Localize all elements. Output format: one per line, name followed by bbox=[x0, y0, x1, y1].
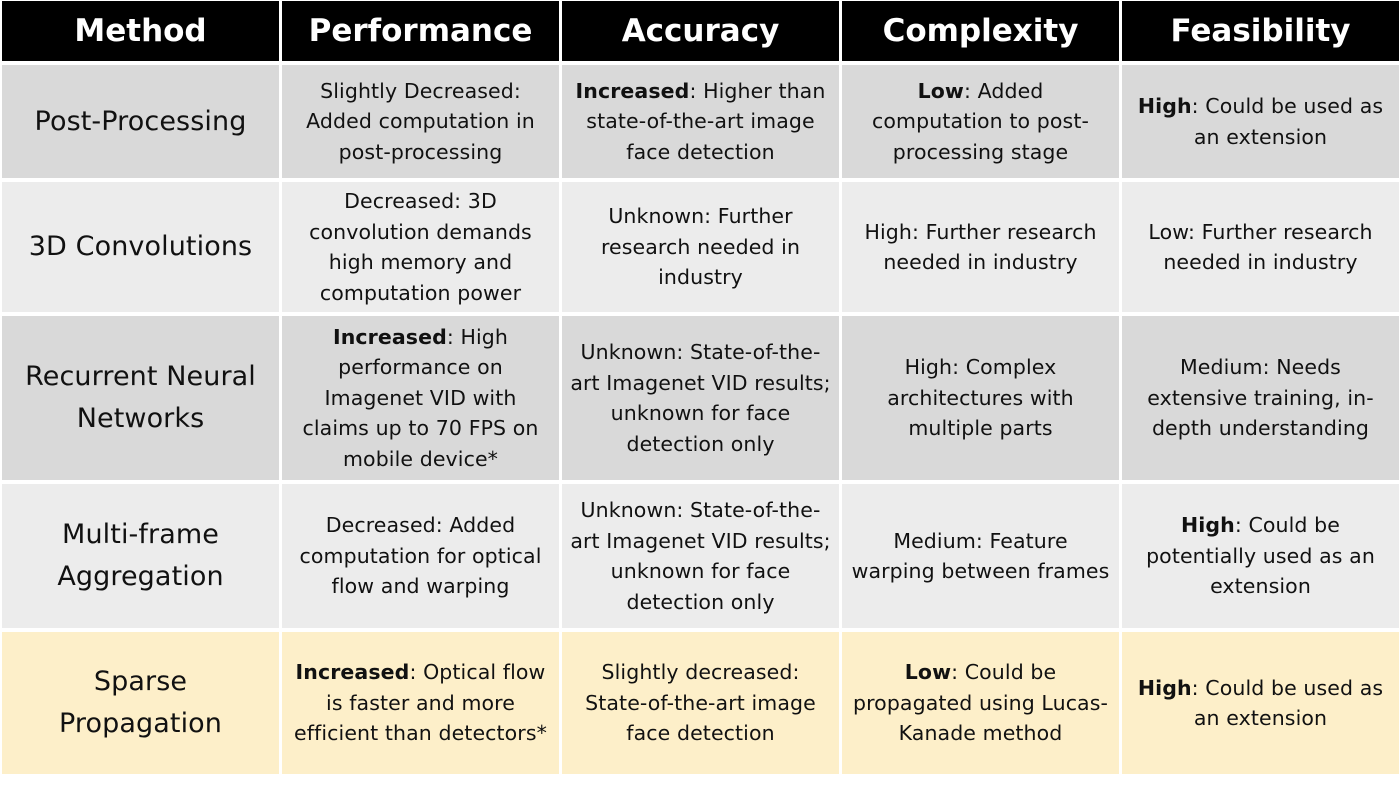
cell-text: Unknown: State-of-the-art Imagenet VID r… bbox=[570, 498, 831, 614]
method-name: Multi-frame Aggregation bbox=[57, 519, 224, 592]
feasibility-cell: High: Could be potentially used as an ex… bbox=[1122, 484, 1399, 628]
performance-cell: Increased: Optical flow is faster and mo… bbox=[282, 632, 559, 774]
table-row: Recurrent Neural Networks Increased: Hig… bbox=[2, 316, 1399, 480]
feasibility-cell: High: Could be used as an extension bbox=[1122, 632, 1399, 774]
rating-bold: High bbox=[1181, 513, 1235, 538]
method-cell: Multi-frame Aggregation bbox=[2, 484, 279, 628]
performance-cell: Decreased: 3D convolution demands high m… bbox=[282, 182, 559, 312]
cell-text: Medium: Feature warping between frames bbox=[851, 528, 1110, 584]
header-performance: Performance bbox=[282, 1, 559, 61]
feasibility-cell: Medium: Needs extensive training, in-dep… bbox=[1122, 316, 1399, 480]
rating-bold: Low bbox=[904, 660, 952, 685]
method-name: Post-Processing bbox=[34, 105, 247, 137]
cell-text: Unknown: Further research needed in indu… bbox=[600, 204, 801, 290]
header-row: Method Performance Accuracy Complexity F… bbox=[2, 1, 1399, 61]
accuracy-cell: Increased: Higher than state-of-the-art … bbox=[562, 65, 839, 178]
accuracy-cell: Unknown: State-of-the-art Imagenet VID r… bbox=[562, 316, 839, 480]
method-name: 3D Convolutions bbox=[28, 231, 253, 262]
method-cell: Post-Processing bbox=[2, 65, 279, 178]
performance-cell: Decreased: Added computation for optical… bbox=[282, 484, 559, 628]
table-row: Multi-frame Aggregation Decreased: Added… bbox=[2, 484, 1399, 628]
method-name: Recurrent Neural Networks bbox=[25, 361, 256, 434]
cell-text: : Could be used as an extension bbox=[1191, 675, 1384, 731]
accuracy-cell: Slightly decreased: State-of-the-art ima… bbox=[562, 632, 839, 774]
cell-text: : Could be used as an extension bbox=[1191, 94, 1384, 149]
method-cell: 3D Convolutions bbox=[2, 182, 279, 312]
cell-text: : Could be propagated using Lucas-Kanade… bbox=[852, 660, 1109, 746]
rating-bold: Increased bbox=[575, 78, 690, 103]
performance-cell: Slightly Decreased: Added computation in… bbox=[282, 65, 559, 178]
cell-text: : Added computation to post-processing s… bbox=[872, 78, 1089, 164]
cell-text: : Higher than state-of-the-art image fac… bbox=[586, 78, 826, 164]
cell-text: Slightly Decreased: Added computation in… bbox=[306, 78, 535, 164]
header-method: Method bbox=[2, 1, 279, 61]
cell-text: Unknown: State-of-the-art Imagenet VID r… bbox=[570, 340, 831, 456]
complexity-cell: Low: Could be propagated using Lucas-Kan… bbox=[842, 632, 1119, 774]
table-row: 3D Convolutions Decreased: 3D convolutio… bbox=[2, 182, 1399, 312]
header-feasibility: Feasibility bbox=[1122, 1, 1399, 61]
accuracy-cell: Unknown: State-of-the-art Imagenet VID r… bbox=[562, 484, 839, 628]
table-row: Post-Processing Slightly Decreased: Adde… bbox=[2, 65, 1399, 178]
method-cell: Recurrent Neural Networks bbox=[2, 316, 279, 480]
header-complexity: Complexity bbox=[842, 1, 1119, 61]
complexity-cell: Low: Added computation to post-processin… bbox=[842, 65, 1119, 178]
complexity-cell: High: Complex architectures with multipl… bbox=[842, 316, 1119, 480]
complexity-cell: High: Further research needed in industr… bbox=[842, 182, 1119, 312]
cell-text: : Optical flow is faster and more effici… bbox=[294, 660, 547, 746]
rating-bold: Low bbox=[917, 78, 964, 103]
feasibility-cell: Low: Further research needed in industry bbox=[1122, 182, 1399, 312]
cell-text: High: Further research needed in industr… bbox=[864, 219, 1097, 275]
accuracy-cell: Unknown: Further research needed in indu… bbox=[562, 182, 839, 312]
rating-bold: High bbox=[1137, 94, 1192, 118]
header-accuracy: Accuracy bbox=[562, 1, 839, 61]
cell-text: Decreased: Added computation for optical… bbox=[299, 513, 542, 599]
cell-text: Decreased: 3D convolution demands high m… bbox=[309, 189, 532, 305]
cell-text: Slightly decreased: State-of-the-art ima… bbox=[585, 660, 816, 746]
cell-text: High: Complex architectures with multipl… bbox=[887, 355, 1074, 441]
rating-bold: Increased bbox=[295, 660, 410, 685]
complexity-cell: Medium: Feature warping between frames bbox=[842, 484, 1119, 628]
feasibility-cell: High: Could be used as an extension bbox=[1122, 65, 1399, 178]
cell-text: Medium: Needs extensive training, in-dep… bbox=[1147, 355, 1374, 441]
table-row-highlighted: Sparse Propagation Increased: Optical fl… bbox=[2, 632, 1399, 774]
cell-text: : High performance on Imagenet VID with … bbox=[302, 324, 539, 471]
method-name: Sparse Propagation bbox=[58, 666, 223, 739]
cell-text: Low: Further research needed in industry bbox=[1148, 219, 1373, 275]
cell-text: : Could be potentially used as an extens… bbox=[1146, 513, 1375, 599]
rating-bold: High bbox=[1137, 675, 1192, 700]
performance-cell: Increased: High performance on Imagenet … bbox=[282, 316, 559, 480]
rating-bold: Increased bbox=[332, 324, 447, 349]
method-cell: Sparse Propagation bbox=[2, 632, 279, 774]
